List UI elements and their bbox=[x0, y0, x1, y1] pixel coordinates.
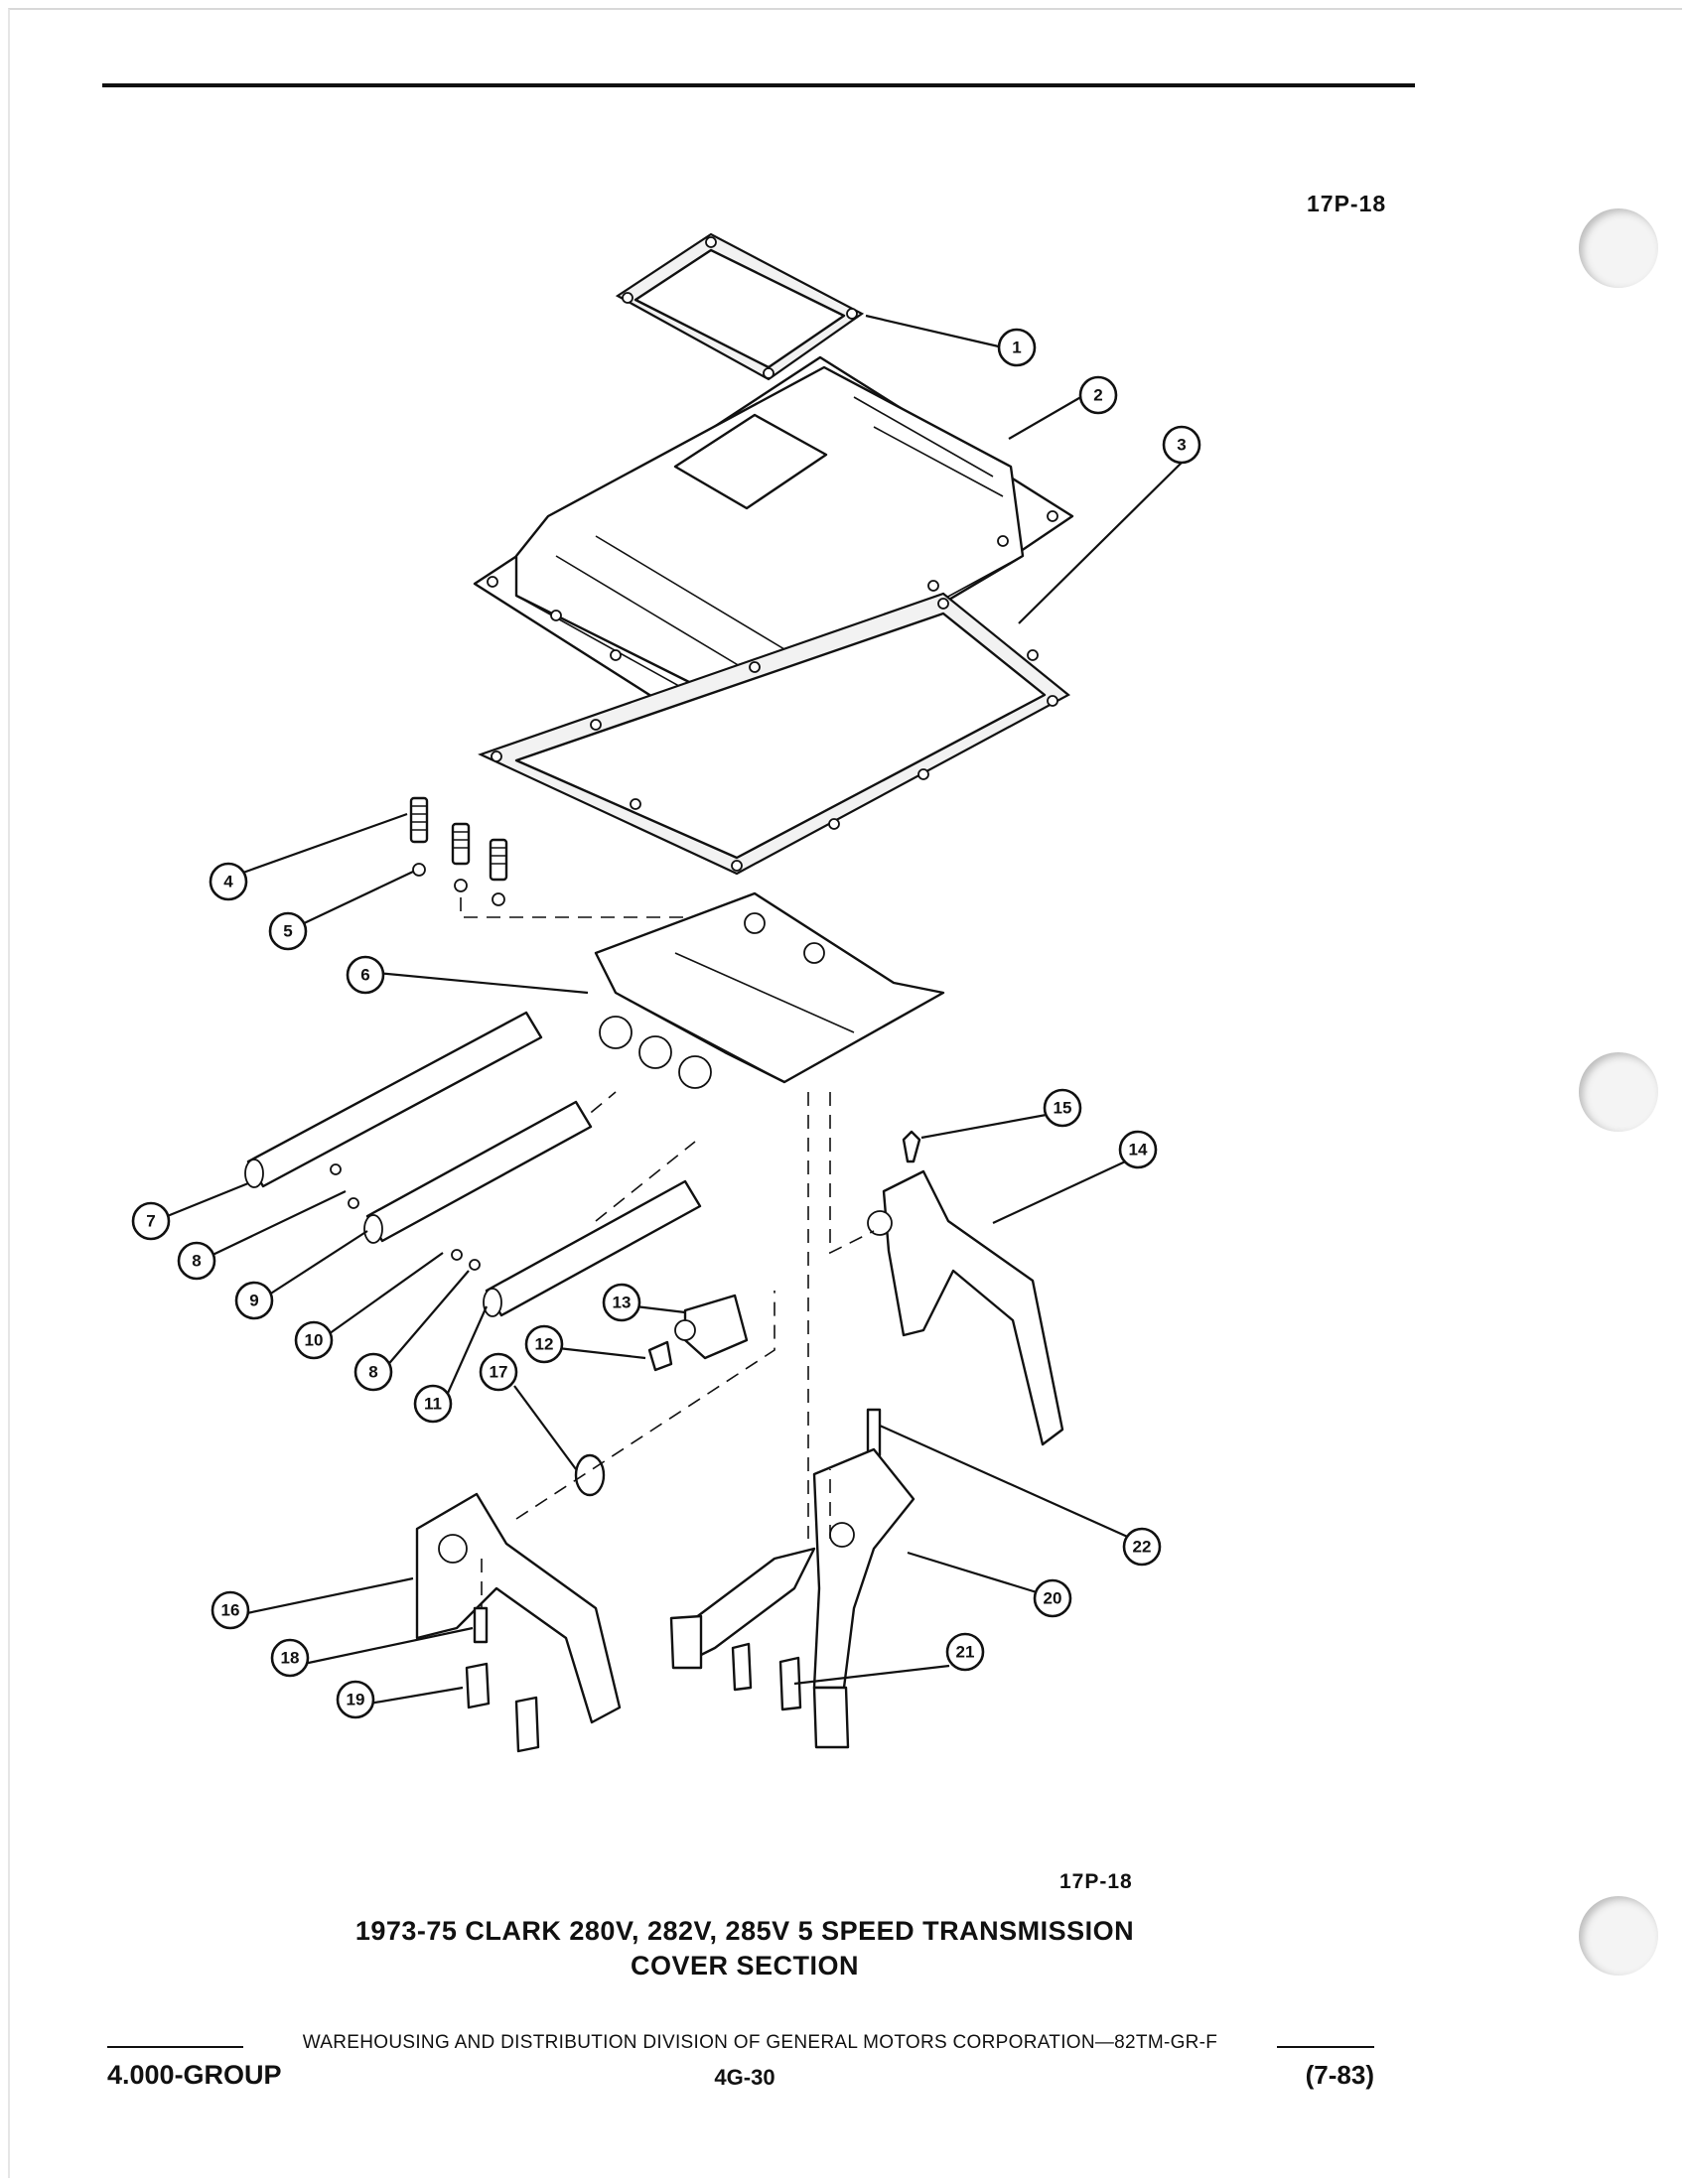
callout-16: 16 bbox=[211, 1590, 250, 1630]
callout-20: 20 bbox=[1033, 1578, 1072, 1618]
callout-15: 15 bbox=[1043, 1088, 1082, 1128]
footer-page-number: 4G-30 bbox=[714, 2065, 775, 2090]
figure-code-top: 17P-18 bbox=[1307, 191, 1387, 216]
callout-1: 1 bbox=[997, 328, 1037, 367]
footer-date: (7-83) bbox=[1305, 2060, 1374, 2090]
exploded-view-diagram: 1 2 3 4 5 6 7 8 9 10 8 11 12 13 14 15 16… bbox=[131, 232, 1201, 1753]
svg-text:18: 18 bbox=[281, 1649, 300, 1668]
binder-hole-icon bbox=[1579, 1052, 1658, 1132]
svg-text:11: 11 bbox=[424, 1395, 442, 1414]
callout-6: 6 bbox=[346, 955, 385, 995]
svg-text:5: 5 bbox=[283, 922, 292, 941]
callout-18: 18 bbox=[270, 1638, 310, 1678]
svg-text:6: 6 bbox=[360, 966, 369, 985]
footer-group: 4.000-GROUP bbox=[107, 2060, 282, 2090]
callout-14: 14 bbox=[1118, 1130, 1158, 1169]
callout-19: 19 bbox=[336, 1680, 375, 1719]
svg-text:1: 1 bbox=[1012, 339, 1021, 357]
shift-bar-housing bbox=[555, 891, 945, 1222]
callout-9: 9 bbox=[234, 1281, 274, 1320]
callout-17: 17 bbox=[479, 1352, 518, 1392]
top-cover-gasket bbox=[615, 232, 865, 381]
binder-hole-icon bbox=[1579, 208, 1658, 288]
callout-2: 2 bbox=[1078, 375, 1118, 415]
header-rule bbox=[102, 83, 1415, 87]
svg-text:13: 13 bbox=[613, 1294, 632, 1312]
svg-text:9: 9 bbox=[249, 1292, 258, 1310]
callout-13: 13 bbox=[602, 1283, 641, 1322]
svg-text:20: 20 bbox=[1044, 1589, 1062, 1608]
footer-publisher: WAREHOUSING AND DISTRIBUTION DIVISION OF… bbox=[302, 2032, 1218, 2053]
callout-8b: 8 bbox=[353, 1352, 393, 1392]
svg-text:8: 8 bbox=[192, 1252, 201, 1271]
footer-publisher-line: WAREHOUSING AND DISTRIBUTION DIVISION OF… bbox=[107, 2032, 1374, 2056]
svg-text:3: 3 bbox=[1177, 436, 1186, 455]
figure-title-line-1: 1973-75 CLARK 280V, 282V, 285V 5 SPEED T… bbox=[354, 1916, 1135, 1946]
figure-title: 1973-75 CLARK 280V, 282V, 285V 5 SPEED T… bbox=[199, 1914, 1291, 1983]
callout-12: 12 bbox=[524, 1324, 564, 1364]
footer-rule-right bbox=[1277, 2046, 1374, 2048]
detent-springs bbox=[409, 796, 695, 918]
callout-21: 21 bbox=[945, 1632, 985, 1672]
svg-text:22: 22 bbox=[1133, 1538, 1152, 1557]
shift-rails bbox=[244, 1011, 702, 1317]
callout-8: 8 bbox=[177, 1241, 216, 1281]
page-frame bbox=[8, 8, 1682, 2178]
svg-text:14: 14 bbox=[1129, 1141, 1148, 1160]
svg-text:2: 2 bbox=[1093, 386, 1102, 405]
svg-text:21: 21 bbox=[956, 1643, 975, 1662]
figure-title-line-2: COVER SECTION bbox=[630, 1951, 860, 1980]
svg-text:10: 10 bbox=[305, 1331, 324, 1350]
interlock-block bbox=[647, 1294, 749, 1372]
callout-4: 4 bbox=[209, 862, 248, 901]
callout-7: 7 bbox=[131, 1201, 171, 1241]
binder-hole-icon bbox=[1579, 1896, 1658, 1976]
svg-text:15: 15 bbox=[1054, 1099, 1072, 1118]
cover-gasket bbox=[478, 592, 1070, 876]
svg-text:7: 7 bbox=[146, 1212, 155, 1231]
callout-3: 3 bbox=[1162, 425, 1201, 465]
callout-leaders bbox=[164, 314, 1187, 1706]
callout-5: 5 bbox=[268, 911, 308, 951]
shift-fork-14 bbox=[829, 1092, 1064, 1446]
svg-text:12: 12 bbox=[535, 1335, 554, 1354]
svg-text:8: 8 bbox=[368, 1363, 377, 1382]
svg-text:17: 17 bbox=[490, 1363, 508, 1382]
svg-text:4: 4 bbox=[223, 873, 233, 891]
shift-fork-16 bbox=[415, 1291, 775, 1753]
footer-rule-left bbox=[107, 2046, 243, 2048]
figure-code-bottom: 17P-18 bbox=[1059, 1870, 1133, 1893]
svg-text:16: 16 bbox=[221, 1601, 240, 1620]
svg-text:19: 19 bbox=[347, 1691, 365, 1709]
shift-fork-20 bbox=[669, 1092, 915, 1749]
callout-10: 10 bbox=[294, 1320, 334, 1360]
callout-11: 11 bbox=[413, 1384, 453, 1424]
callout-22: 22 bbox=[1122, 1527, 1162, 1567]
